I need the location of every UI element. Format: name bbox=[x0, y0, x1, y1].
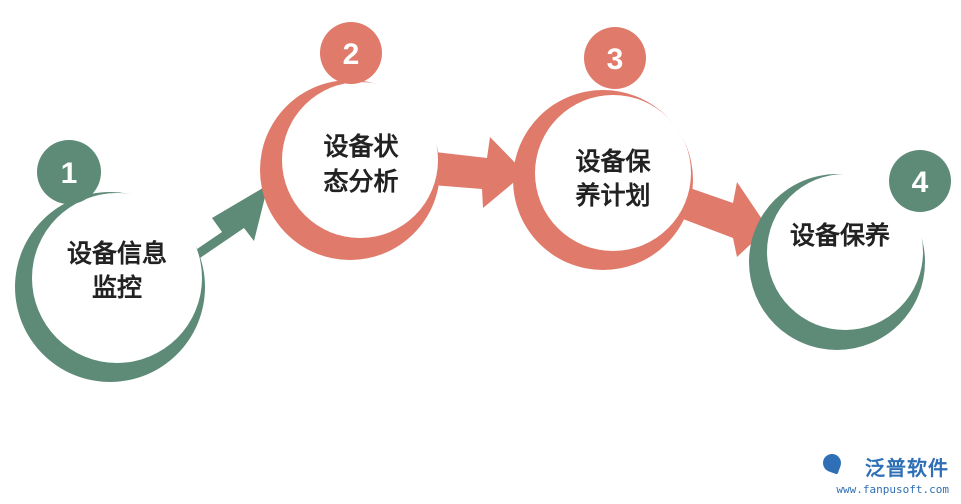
step-3-disc bbox=[535, 95, 691, 251]
step-2: 2 设备状 态分析 bbox=[260, 22, 440, 260]
step-4-label-line1: 设备保养 bbox=[790, 221, 890, 250]
step-2-badge bbox=[320, 22, 382, 84]
arrow-3-to-4 bbox=[683, 182, 768, 257]
logo-name: 泛普软件 bbox=[865, 456, 949, 480]
step-2-number: 2 bbox=[343, 38, 360, 71]
step-2-label-line1: 设备状 bbox=[323, 132, 399, 161]
brand-logo: 泛普软件 www.fanpusoft.com bbox=[819, 451, 949, 496]
step-4-badge bbox=[889, 150, 951, 212]
step-1-disc bbox=[32, 193, 202, 363]
step-3-badge bbox=[584, 27, 646, 89]
step-3-number: 3 bbox=[607, 43, 624, 76]
step-4: 4 设备保养 bbox=[749, 150, 951, 350]
step-1-badge bbox=[37, 140, 101, 204]
logo-url: www.fanpusoft.com bbox=[836, 483, 949, 496]
step-1-number: 1 bbox=[61, 157, 78, 190]
step-2-disc bbox=[282, 82, 438, 238]
step-3-label-line1: 设备保 bbox=[575, 147, 651, 176]
step-4-disc bbox=[767, 174, 923, 330]
step-1-label-line2: 监控 bbox=[92, 273, 142, 302]
step-3-label-line2: 养计划 bbox=[574, 181, 650, 210]
arrow-1-to-2 bbox=[178, 185, 268, 262]
arrow-2-to-3 bbox=[432, 137, 525, 208]
logo-icon bbox=[820, 451, 844, 475]
step-1-label-line1: 设备信息 bbox=[67, 239, 167, 268]
step-2-label-line2: 态分析 bbox=[323, 167, 398, 196]
step-4-number: 4 bbox=[912, 166, 929, 199]
step-1: 1 设备信息 监控 bbox=[15, 140, 205, 382]
step-3: 3 设备保 养计划 bbox=[513, 27, 693, 270]
